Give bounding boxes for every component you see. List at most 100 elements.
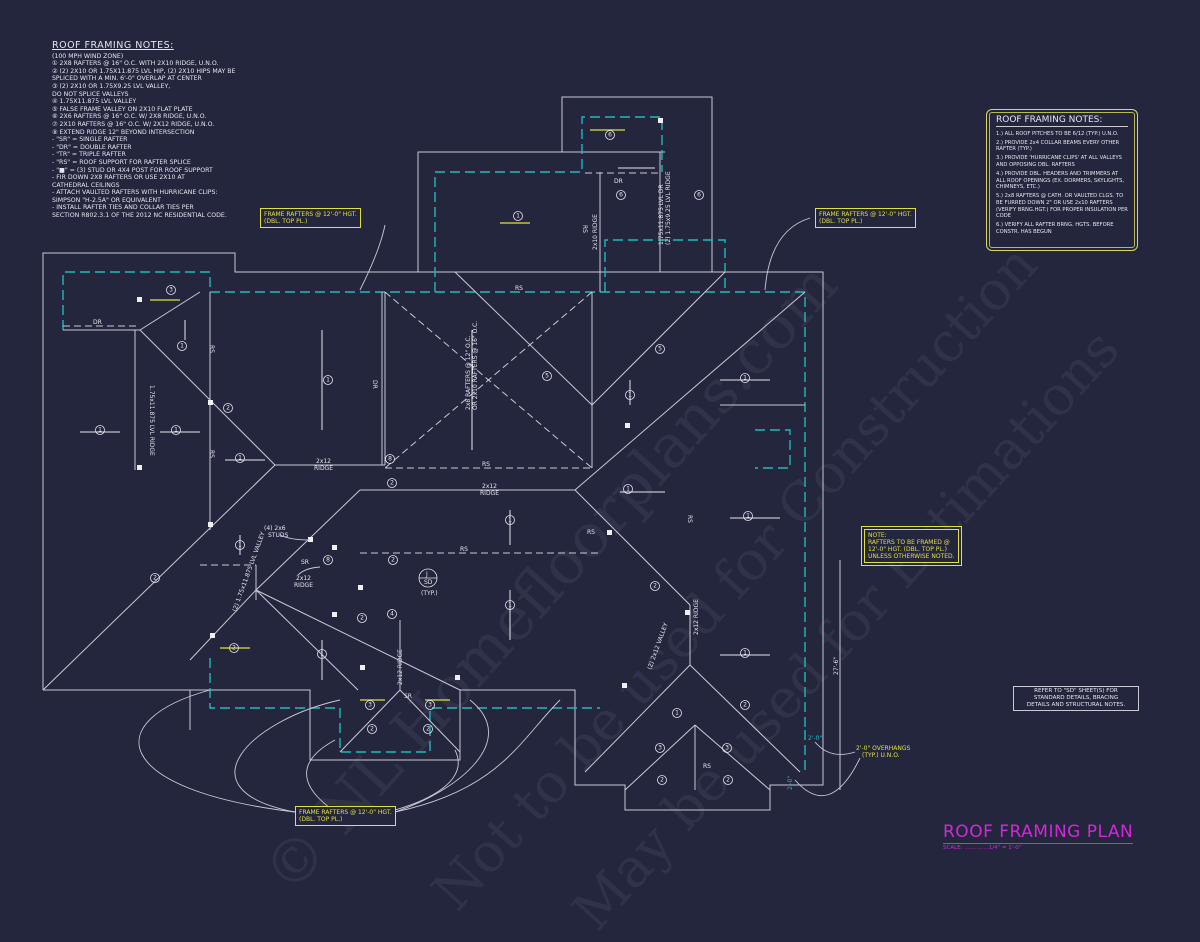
roof-framing-notes-right: ROOF FRAMING NOTES: 1.) ALL ROOF PITCHES… bbox=[986, 109, 1138, 251]
mark-2: 2 bbox=[387, 478, 397, 488]
note-item: (100 MPH WIND ZONE) bbox=[52, 52, 124, 60]
mark-1: 1 bbox=[95, 425, 105, 435]
roof-outline bbox=[42, 96, 824, 811]
ridge-2x10-label: 2x10 RIDGE bbox=[592, 214, 599, 250]
rs-label: RS bbox=[208, 450, 215, 458]
mark-3: 3 bbox=[365, 700, 375, 710]
note-item: 4.) PROVIDE DBL. HEADERS AND TRIMMERS AT… bbox=[996, 171, 1125, 191]
studs-label: STUDS bbox=[268, 532, 288, 539]
svg-text:1: 1 bbox=[180, 343, 184, 350]
svg-text:1: 1 bbox=[743, 375, 747, 382]
note-item: ③ (2) 2x10 OR 1.75x9.25 LVL VALLEY, bbox=[52, 82, 171, 90]
drawing-scale: SCALE: ..............1/4" = 1'-0" bbox=[943, 845, 1022, 851]
svg-text:3: 3 bbox=[658, 745, 662, 752]
svg-text:1: 1 bbox=[508, 517, 512, 524]
frame-rafters-callout: FRAME RAFTERS @ 12'-0" HGT. (DBL. TOP PL… bbox=[815, 208, 916, 228]
mark-2: 2 bbox=[740, 700, 750, 710]
svg-text:1: 1 bbox=[675, 710, 679, 717]
mark-1: 1 bbox=[317, 649, 327, 659]
note-item: CATHEDRAL CEILINGS bbox=[52, 181, 120, 189]
mark-1: 1 bbox=[625, 390, 635, 400]
note-item: - "■" = (3) STUD OR 4x4 POST FOR ROOF SU… bbox=[52, 166, 213, 174]
mark-3: 3 bbox=[166, 285, 176, 295]
mark-1: 1 bbox=[513, 211, 523, 221]
mark-1: 1 bbox=[505, 600, 515, 610]
ridge-word: RIDGE bbox=[480, 490, 499, 497]
detail-number: J bbox=[425, 571, 428, 578]
detail-typ: (TYP.) bbox=[421, 590, 438, 597]
note-item: - FIR DOWN 2x8 RAFTERS OR USE 2x10 AT bbox=[52, 174, 185, 182]
svg-text:2: 2 bbox=[360, 615, 364, 622]
note-item: 2.) PROVIDE 2x4 COLLAR BEAMS EVERY OTHER… bbox=[996, 139, 1120, 153]
svg-text:1: 1 bbox=[174, 427, 178, 434]
framing-lines bbox=[42, 152, 841, 791]
rafter-marks: 1 1 1 1 1 1 1 1 1 1 1 1 1 1 1 1 2 2 2 2 … bbox=[95, 130, 753, 785]
svg-text:4: 4 bbox=[390, 611, 394, 618]
svg-text:1: 1 bbox=[743, 650, 747, 657]
svg-text:2: 2 bbox=[743, 702, 747, 709]
plan-labels: DR DR RS RS RS RS RS RS RS RS RS DR 2x12… bbox=[93, 171, 911, 790]
mark-1: 1 bbox=[623, 484, 633, 494]
lvl-ridge-label: 1.75x11.875 LVL RIDGE bbox=[148, 385, 155, 456]
mark-1: 1 bbox=[672, 708, 682, 718]
note-item: - INSTALL RAFTER TIES AND COLLAR TIES PE… bbox=[52, 204, 194, 212]
mark-1: 1 bbox=[740, 373, 750, 383]
overhang-label: 2'-0" OVERHANGS bbox=[856, 745, 911, 752]
svg-text:3: 3 bbox=[428, 702, 432, 709]
svg-text:8: 8 bbox=[388, 456, 392, 463]
svg-text:3: 3 bbox=[368, 702, 372, 709]
roof-support-posts bbox=[137, 118, 690, 688]
note-item: - "TR" = TRIPLE RAFTER bbox=[52, 151, 126, 159]
dimension-2-0: 2'-0" bbox=[787, 776, 794, 790]
svg-text:1: 1 bbox=[238, 455, 242, 462]
rs-label: RS bbox=[482, 461, 490, 468]
note-item: ④ 1.75x11.875 LVL VALLEY bbox=[52, 98, 137, 106]
mark-8: 8 bbox=[323, 555, 333, 565]
svg-text:1: 1 bbox=[98, 427, 102, 434]
note-item: ① 2x8 RAFTERS @ 16" O.C. WITH 2x10 RIDGE… bbox=[52, 60, 219, 68]
mark-2: 2 bbox=[650, 581, 660, 591]
rs-label: RS bbox=[460, 546, 468, 553]
mark-2: 2 bbox=[367, 724, 377, 734]
svg-text:5: 5 bbox=[658, 346, 662, 353]
svg-text:1: 1 bbox=[626, 486, 630, 493]
ridge-size: 2x12 bbox=[482, 483, 497, 490]
frame-rafters-callout: FRAME RAFTERS @ 12'-0" HGT. (DBL. TOP PL… bbox=[260, 208, 361, 228]
mark-3: 3 bbox=[655, 743, 665, 753]
mark-2: 2 bbox=[723, 775, 733, 785]
svg-text:1: 1 bbox=[320, 651, 324, 658]
mark-2: 2 bbox=[357, 613, 367, 623]
mark-1: 1 bbox=[171, 425, 181, 435]
mark-2: 2 bbox=[150, 573, 160, 583]
mark-3: 3 bbox=[722, 743, 732, 753]
leader-lines bbox=[138, 217, 861, 813]
refer-sd-sheets-note: REFER TO "SD" SHEET(S) FOR STANDARD DETA… bbox=[1013, 686, 1139, 711]
valley-label: (2) 2x12 VALLEY bbox=[646, 622, 670, 671]
svg-text:6: 6 bbox=[608, 132, 612, 139]
rs-label: RS bbox=[703, 763, 711, 770]
wall-lines bbox=[62, 116, 806, 775]
mark-1: 1 bbox=[743, 511, 753, 521]
dimension-2-0: 2'-0" bbox=[808, 735, 822, 742]
rs-label: RS bbox=[208, 345, 215, 353]
ridge-label: 2x12 RIDGE bbox=[397, 649, 404, 685]
note-item: ⑦ 2x10 RAFTERS @ 16" O.C. W/ 2x12 RIDGE,… bbox=[52, 120, 215, 128]
note-item: SIMPSON "H-2.5A" OR EQUIVALENT bbox=[52, 196, 161, 204]
svg-text:2: 2 bbox=[153, 575, 157, 582]
note-item: 6.) VERIFY ALL RAFTER BRNG. HGTS. BEFORE… bbox=[996, 222, 1114, 235]
mark-1: 1 bbox=[235, 453, 245, 463]
note-item: ⑥ 2x6 RAFTERS @ 16" O.C. W/ 2x8 RIDGE, U… bbox=[52, 113, 207, 121]
note-item: ② (2) 2x10 OR 1.75x11.875 LVL HIP, (2) 2… bbox=[52, 67, 236, 75]
center-rafters-label: OR 2x10 RAFTERS @ 16" O.C. bbox=[472, 321, 479, 410]
frame-rafters-callout: FRAME RAFTERS @ 12'-0" HGT. (DBL. TOP PL… bbox=[295, 806, 396, 826]
svg-text:2: 2 bbox=[370, 726, 374, 733]
svg-text:1: 1 bbox=[628, 392, 632, 399]
mark-1: 1 bbox=[177, 341, 187, 351]
svg-text:6: 6 bbox=[619, 192, 623, 199]
mark-2: 2 bbox=[229, 643, 239, 653]
svg-text:2: 2 bbox=[660, 777, 664, 784]
ridge-size: 2x12 bbox=[296, 575, 311, 582]
mark-1: 1 bbox=[235, 540, 245, 550]
rafter-height-note: NOTE: RAFTERS TO BE FRAMED @ 12'-0" HGT.… bbox=[861, 526, 962, 566]
svg-text:3: 3 bbox=[169, 287, 173, 294]
